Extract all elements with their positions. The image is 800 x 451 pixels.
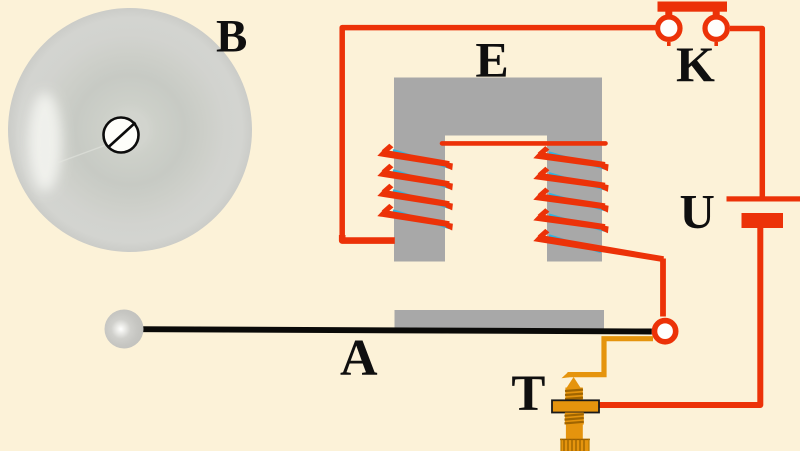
svg-text:B: B xyxy=(216,11,247,63)
svg-text:K: K xyxy=(676,36,715,92)
svg-text:T: T xyxy=(511,366,545,422)
svg-text:A: A xyxy=(340,330,378,387)
svg-text:U: U xyxy=(680,184,715,239)
svg-text:E: E xyxy=(475,31,508,87)
